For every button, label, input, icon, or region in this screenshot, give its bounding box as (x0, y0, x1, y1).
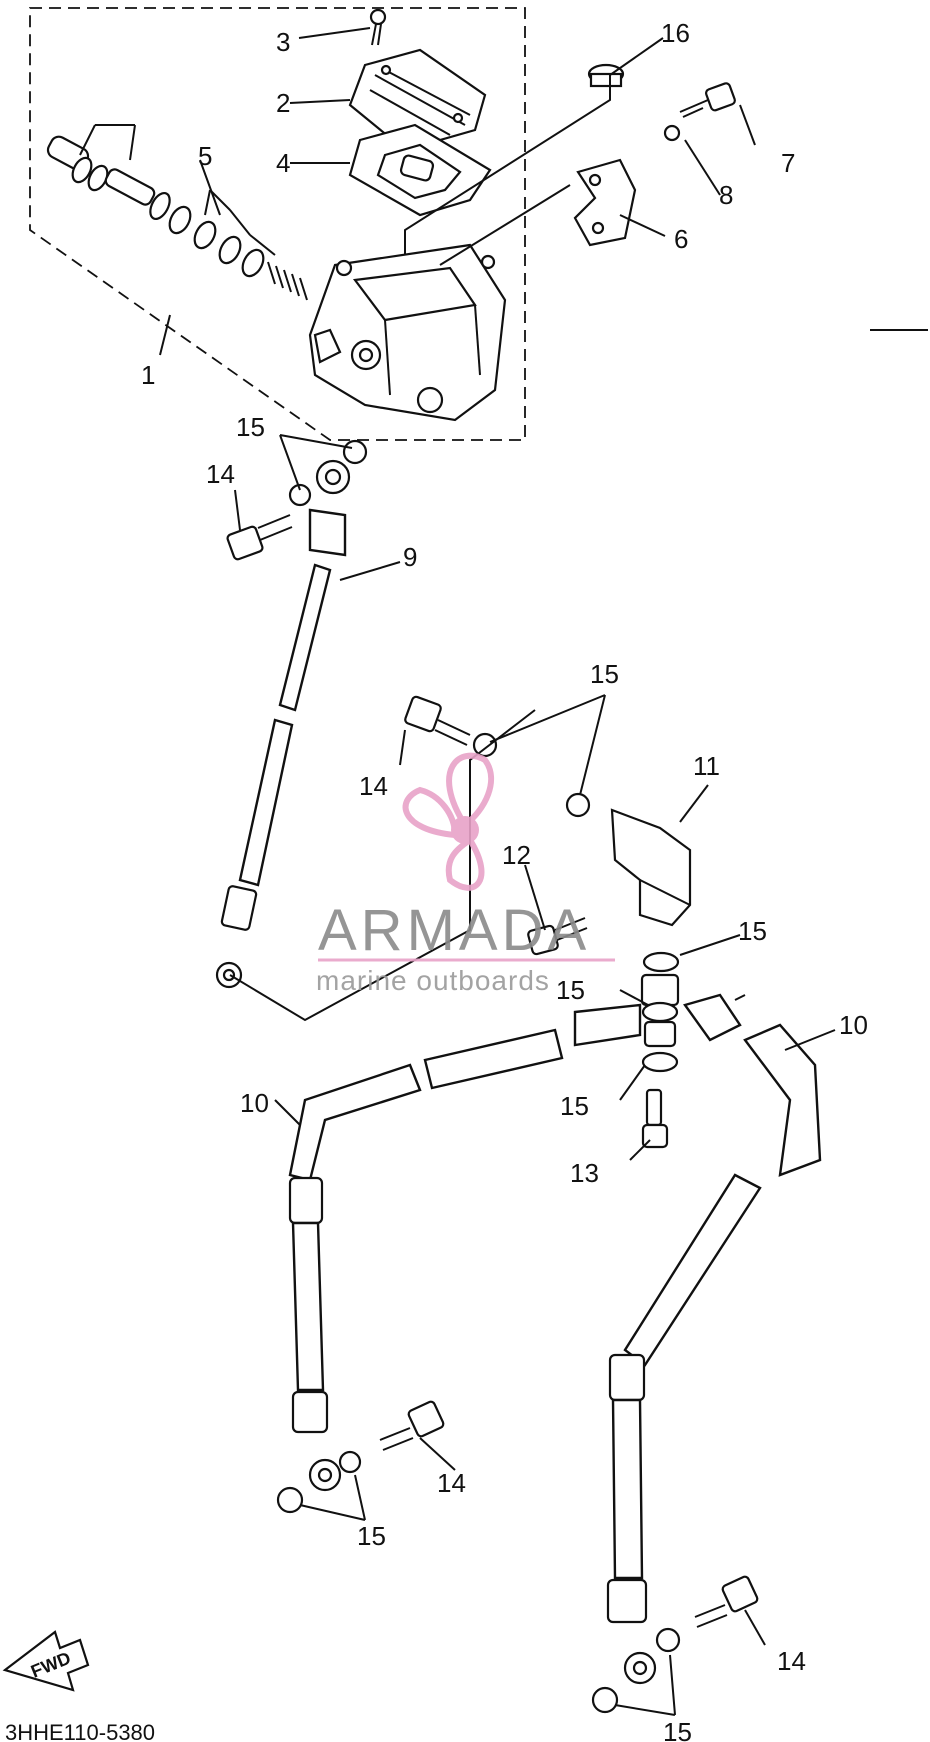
callout-15-c: 15 (738, 916, 767, 946)
callout-4: 4 (276, 148, 290, 178)
callout-13: 13 (570, 1158, 599, 1188)
piston-kit (46, 124, 308, 301)
callout-14-d: 14 (777, 1646, 806, 1676)
callout-1: 1 (141, 360, 155, 390)
cap-screw (369, 8, 387, 46)
callout-8: 8 (719, 180, 733, 210)
callout-15-d: 15 (556, 975, 585, 1005)
washer-15-d (565, 792, 591, 818)
fwd-arrow: FWD (2, 1630, 90, 1692)
callout-14-b: 14 (359, 771, 388, 801)
callout-3: 3 (276, 27, 290, 57)
union-bolt-14-a (226, 514, 293, 561)
union-bolt-14-b (404, 695, 471, 746)
callout-16: 16 (661, 18, 690, 48)
callout-2: 2 (276, 88, 290, 118)
brake-hose-10-left (288, 1003, 642, 1492)
master-cylinder-body (308, 243, 507, 422)
callout-5: 5 (198, 141, 212, 171)
callout-14-a: 14 (206, 459, 235, 489)
diaphragm (348, 123, 492, 217)
washer-15-a (288, 483, 312, 507)
brake-hose-10-right (606, 993, 822, 1685)
washer-15-h (591, 1686, 619, 1714)
callout-10-a: 10 (839, 1010, 868, 1040)
assembly-boundary (29, 7, 526, 441)
holder-clamp (573, 158, 637, 247)
washer-15-f (276, 1486, 304, 1514)
washer-15-e (338, 1450, 362, 1474)
brake-hose-joint-11 (610, 808, 692, 927)
propeller-logo (402, 752, 495, 891)
callout-10-b: 10 (240, 1088, 269, 1118)
washer-15-c (472, 732, 498, 758)
watermark-tagline: marine outboards (316, 965, 550, 996)
union-bolt-13 (641, 1088, 669, 1149)
callout-12: 12 (502, 840, 531, 870)
diagram-code: 3HHE110-5380 (5, 1720, 155, 1742)
callout-14-c: 14 (437, 1468, 466, 1498)
callout-15-b: 15 (590, 659, 619, 689)
callout-7: 7 (781, 148, 795, 178)
callout-9: 9 (403, 542, 417, 572)
callout-15-e: 15 (560, 1091, 589, 1121)
clamp-bolt (679, 82, 736, 118)
union-bolt-14-c (379, 1400, 445, 1451)
callout-15-g: 15 (663, 1717, 692, 1742)
callout-15-a: 15 (236, 412, 265, 442)
union-bolt-14-d (694, 1575, 759, 1628)
washer-15-b (342, 439, 368, 465)
three-way-junction (640, 951, 680, 1073)
watermark-brand: ARMADA (318, 898, 590, 963)
cap-16 (587, 63, 625, 88)
callout-6: 6 (674, 224, 688, 254)
washer-8 (663, 124, 681, 142)
brake-hose-9 (215, 459, 351, 989)
callout-numbers: 3 2 4 5 1 16 7 8 6 15 14 9 15 14 11 12 1… (141, 18, 868, 1742)
callout-11: 11 (693, 751, 720, 781)
washer-15-g (655, 1627, 681, 1653)
bolt-12 (527, 917, 588, 956)
reservoir-cap (348, 48, 487, 152)
armada-watermark: ARMADA marine outboards (316, 752, 615, 996)
callout-15-f: 15 (357, 1521, 386, 1551)
